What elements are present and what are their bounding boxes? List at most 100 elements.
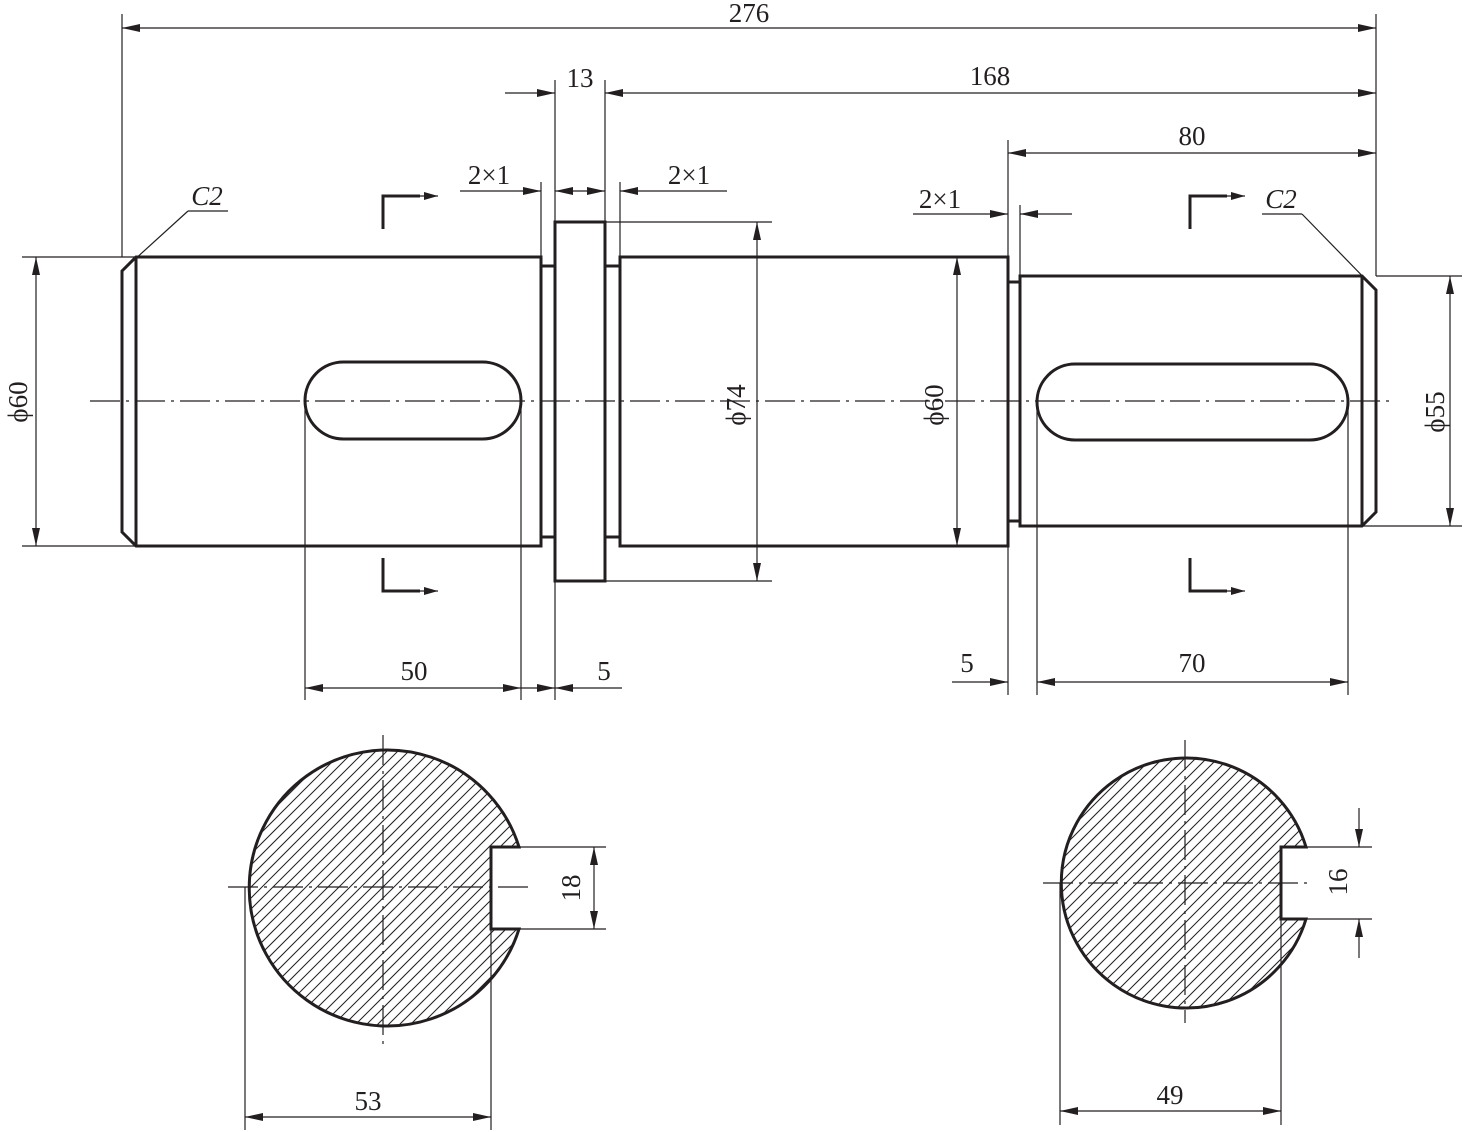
hatch-line	[725, 745, 1000, 1020]
hatch-line	[504, 750, 519, 1026]
hatch-line	[769, 745, 1044, 1020]
hatch-line	[372, 750, 519, 1026]
hatch-line	[615, 745, 890, 1020]
hatch-line	[549, 735, 854, 1040]
dim-2x1-c-label: 2×1	[919, 184, 961, 214]
hatch-line	[758, 745, 1033, 1020]
hatch-line	[593, 735, 898, 1040]
hatch-line	[648, 745, 923, 1020]
hatch-line	[249, 750, 459, 1026]
hatch-line	[1285, 758, 1306, 1008]
hatch-line	[824, 735, 1129, 1040]
hatch-line	[1451, 745, 1469, 1020]
hatch-line	[1061, 758, 1078, 1008]
hatch-line	[571, 745, 846, 1020]
section-left-outline	[247, 748, 522, 1028]
dimension-276: 276	[121, 0, 1377, 276]
chamfer-left-label: C2	[191, 181, 223, 211]
hatch-line	[1061, 758, 1199, 1008]
hatch-line	[0, 735, 150, 1040]
section-view-right: 16 49	[505, 740, 1469, 1125]
dim-2x1-b-label: 2×1	[668, 160, 710, 190]
hatch-line	[780, 735, 1085, 1040]
hatch-line	[416, 750, 519, 1026]
hatch-line	[0, 735, 95, 1040]
hatch-line	[593, 745, 868, 1020]
hatch-line	[582, 745, 857, 1020]
hatch-line	[659, 745, 934, 1020]
hatch-line	[560, 745, 835, 1020]
hatch-line	[780, 745, 1055, 1020]
dia-right-label: ϕ55	[1420, 391, 1450, 432]
hatch-line	[670, 735, 975, 1040]
hatch-line	[604, 735, 909, 1040]
undercut-left-outline	[541, 264, 555, 539]
hatch-line	[0, 735, 216, 1040]
dimension-dia-left: ϕ60	[3, 256, 136, 547]
chamfer-right-callout: C2	[1262, 184, 1377, 291]
hatch-line	[637, 735, 942, 1040]
hatch-line	[0, 735, 40, 1040]
hatch-line	[1061, 758, 1155, 1008]
hatch-line	[604, 745, 879, 1020]
hatch-line	[0, 735, 128, 1040]
hatch-line	[0, 735, 51, 1040]
dia-left-label: ϕ60	[3, 381, 33, 422]
dim-5-left-label: 5	[597, 656, 611, 686]
hatch-line	[493, 750, 519, 1026]
dimension-dia-middle: ϕ60	[919, 257, 961, 546]
dim-53-label: 53	[355, 1086, 382, 1116]
hatch-line	[1061, 758, 1221, 1008]
hatch-line	[249, 750, 250, 1026]
hatch-line	[505, 745, 780, 1020]
hatch-line	[1219, 758, 1306, 1008]
hatch-line	[449, 750, 519, 1026]
hatch-line	[0, 735, 106, 1040]
dim-276-label: 276	[729, 0, 770, 28]
hatch-line	[1363, 745, 1469, 1020]
hatch-line	[249, 750, 415, 1026]
hatch-line	[1407, 745, 1469, 1020]
hatch-line	[1061, 758, 1177, 1008]
dim-168-label: 168	[970, 61, 1011, 91]
hatch-line	[249, 750, 360, 1026]
hatch-line	[835, 735, 1140, 1040]
right-keyway	[1035, 362, 1350, 442]
hatch-line	[482, 750, 519, 1026]
undercut-right-outline	[605, 264, 620, 539]
hatch-line	[249, 750, 503, 1026]
hatch-line	[1341, 745, 1469, 1020]
hatch-line	[249, 750, 305, 1026]
hatch-line	[0, 735, 84, 1040]
hatch-line	[249, 750, 426, 1026]
hatch-line	[747, 735, 1052, 1040]
hatch-line	[1385, 745, 1469, 1020]
dim-70-label: 70	[1179, 648, 1206, 678]
hatch-line	[681, 745, 956, 1020]
hatch-line	[1061, 758, 1067, 1008]
hatch-line	[758, 735, 1063, 1040]
hatch-line	[438, 750, 519, 1026]
hatch-line	[249, 750, 393, 1026]
dim-16-label: 16	[1323, 869, 1353, 896]
hatch-line	[736, 745, 1011, 1020]
hatch-line	[383, 750, 519, 1026]
dimension-5-70: 5 70	[952, 401, 1349, 695]
hatch-line	[249, 750, 382, 1026]
dim-80-label: 80	[1179, 121, 1206, 151]
hatch-line	[295, 750, 519, 1026]
dim-49-label: 49	[1157, 1080, 1184, 1110]
hatch-line	[249, 750, 349, 1026]
hatch-line	[736, 735, 1041, 1040]
hatch-line	[692, 735, 997, 1040]
section-right-outline	[1059, 756, 1309, 1010]
hatch-line	[1061, 758, 1188, 1008]
hatch-line	[0, 735, 161, 1040]
hatch-line	[0, 735, 73, 1040]
hatch-line	[0, 735, 139, 1040]
hatch-line	[1418, 745, 1469, 1020]
hatch-line	[249, 750, 316, 1026]
chamfer-left-callout: C2	[121, 181, 228, 272]
dimension-undercut-1: 2×1	[460, 160, 605, 257]
